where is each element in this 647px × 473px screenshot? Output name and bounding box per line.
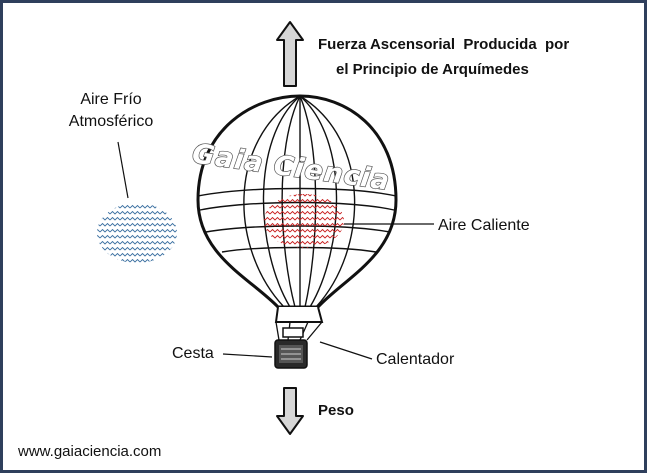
cold-air-label-line1: Aire Frío xyxy=(80,91,141,108)
lift-force-label-line2: el Principio de Arquímedes xyxy=(336,61,529,78)
cold-air-leader-line xyxy=(117,141,129,199)
hot-air-blob xyxy=(264,194,344,248)
cold-air-label-line2: Atmosférico xyxy=(69,113,154,130)
cold-air-blob xyxy=(97,203,177,263)
heater-leader-line xyxy=(319,341,373,360)
basket-leader-line xyxy=(222,353,273,358)
up-arrow-icon xyxy=(276,21,304,87)
weight-label: Peso xyxy=(318,402,354,419)
website-label: www.gaiaciencia.com xyxy=(17,443,161,460)
heater-label: Calentador xyxy=(376,351,455,368)
hot-air-balloon-icon xyxy=(196,94,398,369)
basket-label: Cesta xyxy=(172,345,214,362)
hot-air-label: Aire Caliente xyxy=(438,217,530,234)
lift-force-label-line1: Fuerza Ascensorial Producida por xyxy=(318,36,569,53)
burner xyxy=(282,327,304,338)
down-arrow-icon xyxy=(276,387,304,435)
